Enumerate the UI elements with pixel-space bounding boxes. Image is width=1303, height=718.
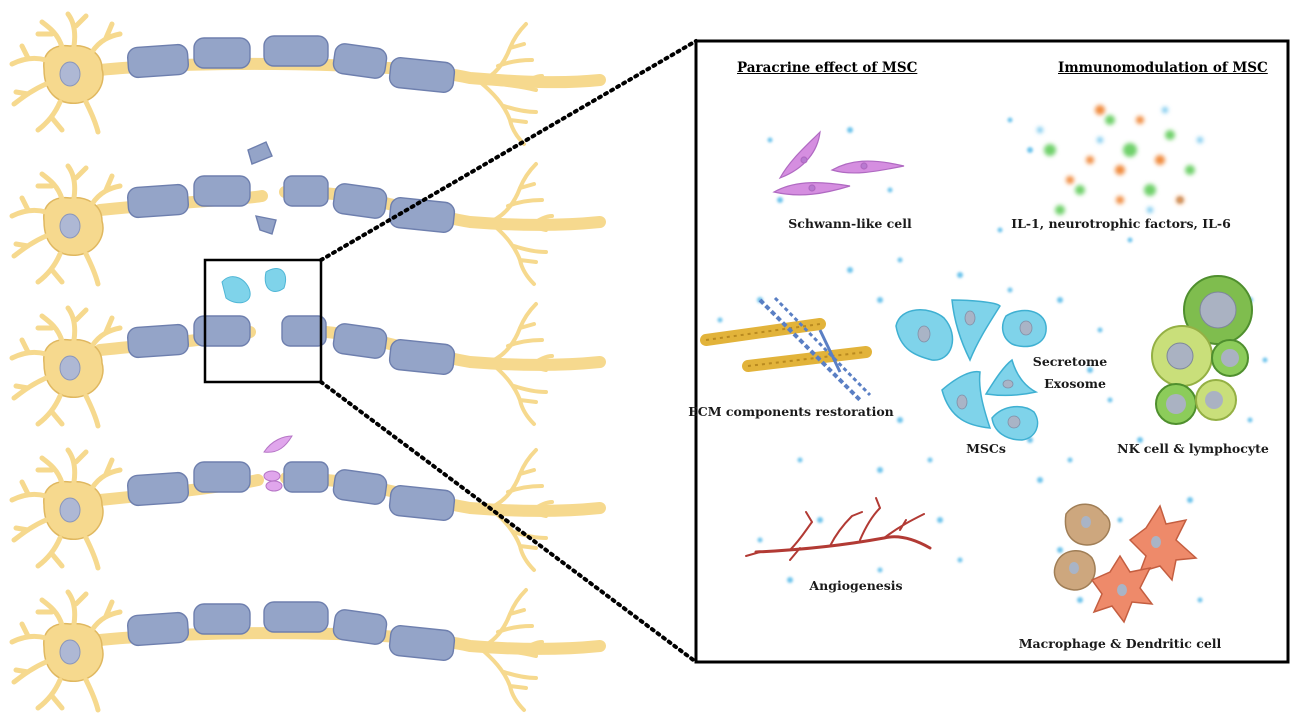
label-exosome: Exosome bbox=[1044, 376, 1106, 391]
neuron-row-4 bbox=[12, 435, 606, 572]
zoom-line-top bbox=[319, 39, 698, 262]
zoom-box bbox=[203, 258, 323, 384]
angiogenesis-vessels bbox=[745, 497, 932, 561]
neuron-row-5 bbox=[12, 588, 606, 710]
neuron-row-3 bbox=[12, 268, 606, 426]
nk-lymphocytes bbox=[1151, 275, 1253, 425]
label-secretome: Secretome bbox=[1032, 354, 1108, 369]
schwann-like-cells bbox=[772, 130, 905, 196]
ecm-fibers bbox=[700, 296, 872, 402]
msc-cells bbox=[895, 299, 1047, 441]
neuron-row-1 bbox=[12, 14, 606, 146]
heading-paracrine: Paracrine effect of MSC bbox=[737, 60, 918, 76]
cytokine-cloud bbox=[1037, 105, 1203, 215]
label-ecm-restoration: ECM components restoration bbox=[688, 404, 894, 419]
macrophage-dendritic bbox=[1053, 503, 1198, 624]
label-cytokines: IL-1, neurotrophic factors, IL-6 bbox=[1011, 216, 1231, 231]
label-schwann-like-cell: Schwann-like cell bbox=[788, 216, 912, 231]
label-angiogenesis: Angiogenesis bbox=[809, 578, 903, 593]
label-macrophage-dendritic: Macrophage & Dendritic cell bbox=[1018, 636, 1222, 651]
zoom-line-bottom bbox=[319, 380, 698, 664]
heading-immunomodulation: Immunomodulation of MSC bbox=[1058, 60, 1268, 76]
label-mscs: MSCs bbox=[966, 441, 1006, 456]
neuron-row-2 bbox=[12, 141, 606, 284]
label-nk-lymphocyte: NK cell & lymphocyte bbox=[1117, 441, 1269, 456]
